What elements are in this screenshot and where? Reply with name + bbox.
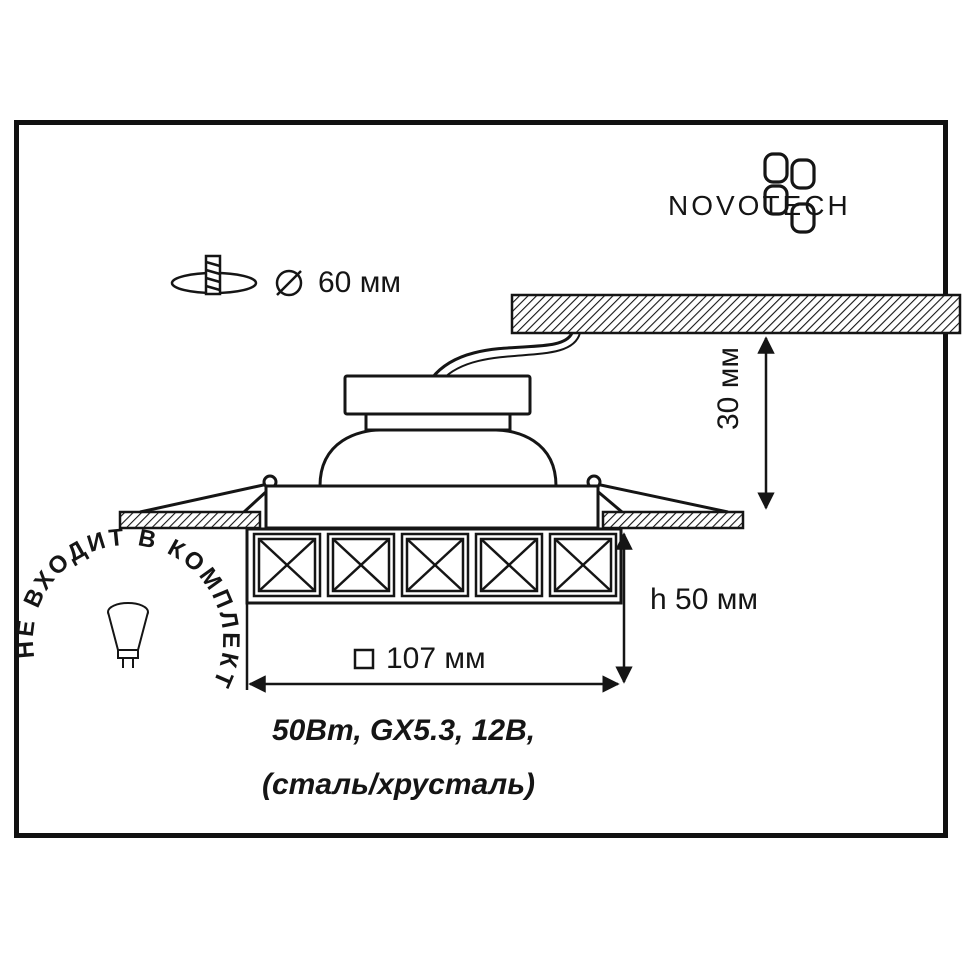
ceiling-slab xyxy=(510,293,962,335)
crystal-cell-inner xyxy=(331,537,391,593)
crystal-cell-inner xyxy=(405,537,465,593)
ceiling-plate-left xyxy=(118,510,262,530)
crystal-cross-line xyxy=(406,538,464,592)
depth-label: 30 мм xyxy=(712,347,745,430)
brand-name: NOVOTECH xyxy=(668,190,851,221)
cutout-icon xyxy=(170,254,258,296)
crystal-cross-line xyxy=(480,538,538,592)
diameter-icon xyxy=(275,269,303,297)
width-dimension xyxy=(245,603,620,693)
bulb-badge: НЕ ВХОДИТ В КОМПЛЕКТ xyxy=(12,524,242,694)
housing-dome xyxy=(318,428,558,488)
mr16-bulb-icon xyxy=(107,602,149,668)
crystal-cell-inner xyxy=(553,537,613,593)
connector-block xyxy=(343,374,532,416)
brand-logo xyxy=(763,152,816,234)
crystal-cross-line xyxy=(554,538,612,592)
crystal-frame xyxy=(245,527,623,605)
ceiling-plate-right xyxy=(601,510,745,530)
mounting-ring xyxy=(264,484,600,530)
crystal-cell-inner xyxy=(257,537,317,593)
crystal-cell-inner xyxy=(479,537,539,593)
height-label: h 50 мм xyxy=(650,583,758,616)
spec-power: 50Вт, GX5.3, 12В, xyxy=(272,714,536,747)
square-icon xyxy=(353,648,375,670)
cutout-diameter-label: 60 мм xyxy=(318,266,401,299)
width-label: 107 мм xyxy=(386,642,486,675)
spec-material: (сталь/хрусталь) xyxy=(262,768,536,801)
crystal-cross-line xyxy=(258,538,316,592)
cable xyxy=(430,332,574,379)
crystal-cross-line xyxy=(332,538,390,592)
